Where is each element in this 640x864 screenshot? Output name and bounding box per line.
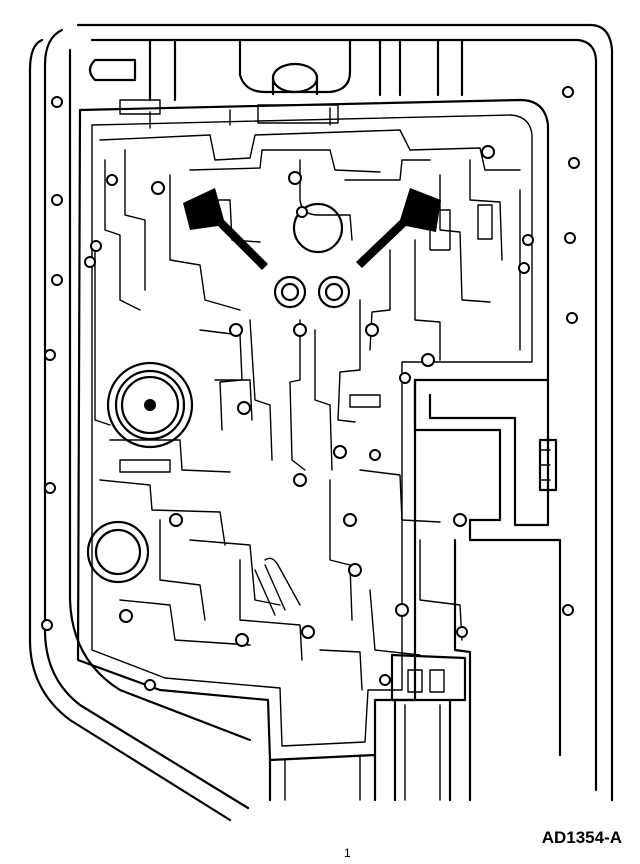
case-outline <box>28 23 614 822</box>
left-arrow-icon <box>183 188 268 270</box>
figure-code-label: AD1354-A <box>541 828 622 847</box>
figure-callout-label: 1 <box>344 846 351 860</box>
pointer-arrows <box>183 188 441 270</box>
valve-body-plate <box>76 98 550 762</box>
accumulator-bores <box>86 202 344 584</box>
valve-body-bolt-holes <box>84 145 534 647</box>
check-bolts <box>273 275 351 309</box>
flange-bolt-holes <box>41 86 580 691</box>
case-housing-right <box>268 378 562 802</box>
upper-bosses <box>88 38 464 102</box>
right-arrow-icon <box>356 188 441 268</box>
